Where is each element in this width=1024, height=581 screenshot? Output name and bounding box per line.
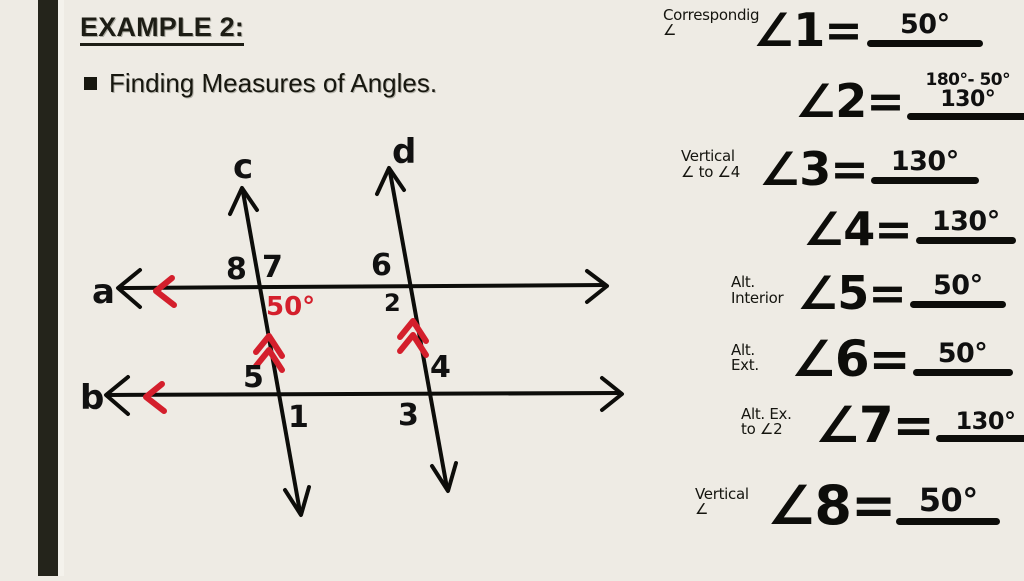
answer-reason-8: Vertical ∠ — [695, 484, 749, 518]
line-d-label: d — [392, 132, 417, 172]
line-b-left-arrowhead — [104, 375, 130, 416]
answer-value-4: 130° — [931, 206, 1000, 237]
answer-row-4: ∠4= 130° — [803, 202, 1018, 257]
answer-angle-2: ∠2= — [795, 74, 905, 129]
angle-label-1: 1 — [288, 400, 309, 435]
line-a-label: a — [92, 272, 115, 312]
answer-angle-3: ∠3= — [759, 142, 869, 197]
answer-value-7: 130° — [955, 406, 1016, 435]
answer-row-6: Alt. Ext. ∠6= 50° — [731, 330, 1014, 388]
line-b-label: b — [80, 378, 105, 418]
answer-value-2: 130° — [940, 87, 996, 112]
answer-value-3: 130° — [890, 146, 959, 177]
answer-value-8: 50° — [918, 481, 979, 520]
line-b-right-arrowhead — [600, 376, 624, 412]
answer-work-2: 180°- 50° — [925, 70, 1011, 90]
answer-reason-7: Alt. Ex. to ∠2 — [741, 404, 792, 439]
page-title: EXAMPLE 2: — [80, 12, 245, 46]
square-bullet-icon — [84, 77, 97, 90]
line-c-top-arrowhead — [228, 186, 259, 216]
angle-label-3: 3 — [398, 398, 419, 433]
bullet-item: Finding Measures of Angles. — [84, 68, 437, 99]
answer-row-1: Correspondig ∠ ∠1= 50° — [663, 2, 984, 57]
answer-underline-1 — [866, 39, 983, 47]
line-b-path — [106, 391, 622, 397]
answer-row-5: Alt. Interior ∠5= 50° — [731, 266, 1008, 321]
answer-angle-4: ∠4= — [803, 202, 913, 257]
answer-underline-8 — [896, 518, 1001, 526]
answer-row-8: Vertical ∠ ∠8= 50° — [695, 474, 1001, 537]
given-angle-label: 50° — [266, 292, 316, 322]
bullet-item-label: Finding Measures of Angles. — [109, 68, 438, 98]
angle-label-4: 4 — [430, 350, 451, 385]
answer-list: Correspondig ∠ ∠1= 50° ∠2= 180°- 50° 130… — [655, 0, 1024, 576]
answer-value-6: 50° — [937, 337, 988, 369]
answer-angle-6: ∠6= — [791, 330, 911, 388]
line-a-left-arrowhead — [116, 268, 142, 309]
line-a-path — [118, 283, 607, 290]
answer-underline-2 — [906, 113, 1024, 120]
answer-underline-5 — [909, 301, 1006, 308]
answer-underline-6 — [912, 368, 1013, 376]
answer-underline-3 — [870, 177, 979, 184]
angle-label-8: 8 — [226, 252, 247, 287]
answer-angle-5: ∠5= — [797, 266, 907, 321]
answer-angle-7: ∠7= — [815, 396, 935, 454]
answer-underline-7 — [935, 434, 1024, 442]
line-d-top-arrowhead — [375, 166, 406, 196]
line-c-bottom-arrowhead — [283, 485, 311, 517]
left-accent-stripe — [38, 0, 58, 576]
angle-label-2: 2 — [384, 289, 401, 317]
answer-value-1: 50° — [900, 8, 950, 40]
answer-reason-5: Alt. Interior — [731, 273, 784, 307]
line-d-parallel-tick-icon-1 — [397, 318, 429, 344]
answer-underline-4 — [915, 237, 1016, 244]
line-c-parallel-tick-icon-1 — [253, 333, 285, 359]
angles-diagram: a b c d 8 7 6 2 5 1 4 3 50° — [80, 132, 624, 517]
left-highlight-stripe — [58, 0, 64, 576]
angle-label-6: 6 — [371, 248, 392, 283]
line-c-label: c — [233, 147, 254, 187]
line-c-parallel-tick-icon-2 — [253, 347, 285, 373]
answer-reason-3: Vertical ∠ to ∠4 — [681, 147, 740, 181]
answer-row-3: Vertical ∠ to ∠4 ∠3= 130° — [681, 142, 980, 197]
line-a-right-arrowhead — [585, 269, 609, 304]
answer-reason-6: Alt. Ext. — [731, 340, 759, 375]
answer-row-2: ∠2= 180°- 50° 130° — [795, 72, 1024, 124]
angle-label-5: 5 — [243, 360, 264, 395]
line-a-parallel-tick-icon — [153, 275, 177, 308]
diagram-svg — [104, 166, 624, 517]
angle-label-7: 7 — [262, 250, 283, 285]
line-d-parallel-tick-icon-2 — [397, 332, 429, 358]
answer-row-7: Alt. Ex. to ∠2 ∠7= 130° — [741, 396, 1024, 454]
answer-value-5: 50° — [933, 270, 983, 301]
line-d-bottom-arrowhead — [430, 461, 458, 493]
answer-angle-1: ∠1= — [753, 2, 863, 57]
answer-angle-8: ∠8= — [767, 474, 896, 537]
answer-reason-1: Correspondig ∠ — [663, 6, 760, 40]
line-b-parallel-tick-icon — [143, 381, 167, 414]
page-title-text: EXAMPLE 2: — [80, 12, 245, 46]
